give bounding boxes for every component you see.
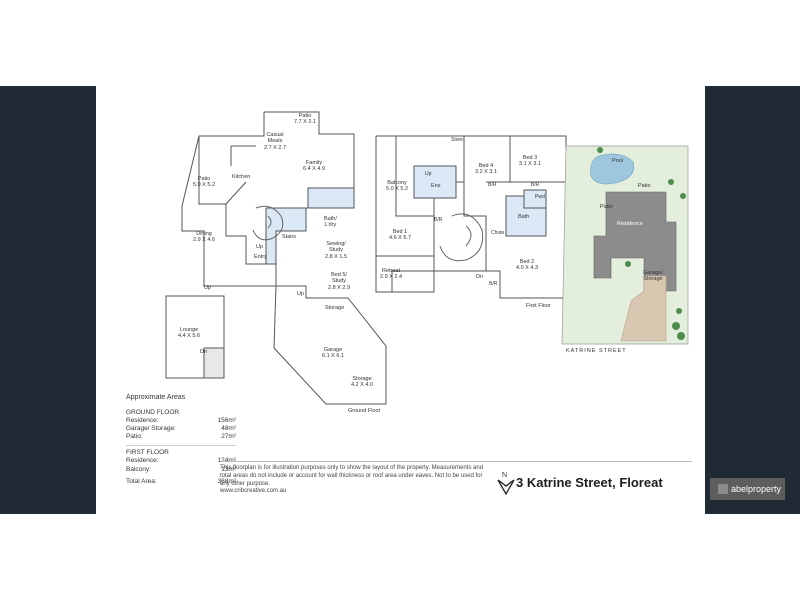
room-label: Storage [325, 305, 345, 311]
ground-floor-heading: GROUND FLOOR [126, 408, 180, 416]
site-label: Pool [612, 158, 624, 164]
room-label: Kitchen [232, 174, 251, 180]
north-arrow-icon: N [496, 468, 516, 498]
room-label: Up [297, 291, 305, 297]
room-label: Dn [200, 349, 208, 355]
room-label: Pwd [535, 194, 545, 200]
total-area-row: Total Area:368m² [126, 477, 236, 485]
brand-logo-icon [717, 484, 728, 494]
first-floor-heading: FIRST FLOOR [126, 449, 169, 457]
plan-lines-svg [165, 111, 689, 405]
room-label: Up [256, 244, 264, 250]
first-floor-caption: First Floor [526, 303, 551, 309]
room-label: Store [451, 137, 463, 143]
room-label: Up [425, 171, 432, 177]
area-row: Residence:124m² [126, 457, 236, 465]
first-floor-areas: Residence:124m² Balcony:13m² [126, 457, 236, 473]
room-label: B/R [531, 182, 540, 188]
brand-badge: abelproperty [710, 478, 785, 500]
areas-title: Approximate Areas [126, 394, 186, 401]
divider [126, 445, 236, 447]
area-row: Garage/ Storage:48m² [126, 425, 236, 432]
areas-summary: Approximate Areas GROUND FLOOR Residence… [126, 394, 236, 486]
room-label: B/R [434, 217, 443, 223]
area-row: Balcony:13m² [126, 465, 236, 473]
ground-floor-plan [165, 111, 387, 405]
room-label: Ens [431, 183, 441, 189]
area-row: Residence:156m² [126, 416, 236, 424]
disclaimer-text: This floorplan is for illustration purpo… [220, 465, 484, 487]
street-label: KATRINE STREET [566, 348, 627, 354]
room-label: B/R [488, 182, 497, 188]
room-label: Entry [254, 254, 267, 260]
right-margin-panel [705, 86, 800, 514]
site-label: Patio [638, 183, 651, 189]
room-label: Bath [518, 214, 530, 220]
room-label: Up [204, 285, 212, 291]
site-label: Garage/ Storage [643, 270, 663, 283]
site-label: Patio [600, 204, 613, 210]
disclaimer: This floorplan is for illustration purpo… [220, 465, 490, 496]
room-label: Dn [476, 274, 484, 280]
left-margin-panel [0, 86, 96, 514]
website-link[interactable]: www.cribcreative.com.au [220, 488, 287, 495]
ground-floor-caption: Ground Floor [348, 408, 381, 414]
first-floor-plan [375, 135, 567, 299]
brand-name: abelproperty [730, 484, 781, 494]
room-label: Stairs [282, 234, 297, 240]
room-label: B/R [489, 281, 498, 287]
area-row: Patio:27m² [126, 433, 236, 441]
footer-rule [220, 461, 692, 462]
site-label: Residence [617, 221, 643, 227]
room-label: Bath/ L'dry [324, 216, 337, 229]
north-label: N [502, 472, 507, 479]
property-address: 3 Katrine Street, Floreat [516, 475, 663, 490]
ground-floor-areas: Residence:156m² Garage/ Storage:48m² Pat… [126, 417, 236, 441]
room-label: Chute [491, 230, 505, 236]
site-plan [561, 145, 689, 345]
